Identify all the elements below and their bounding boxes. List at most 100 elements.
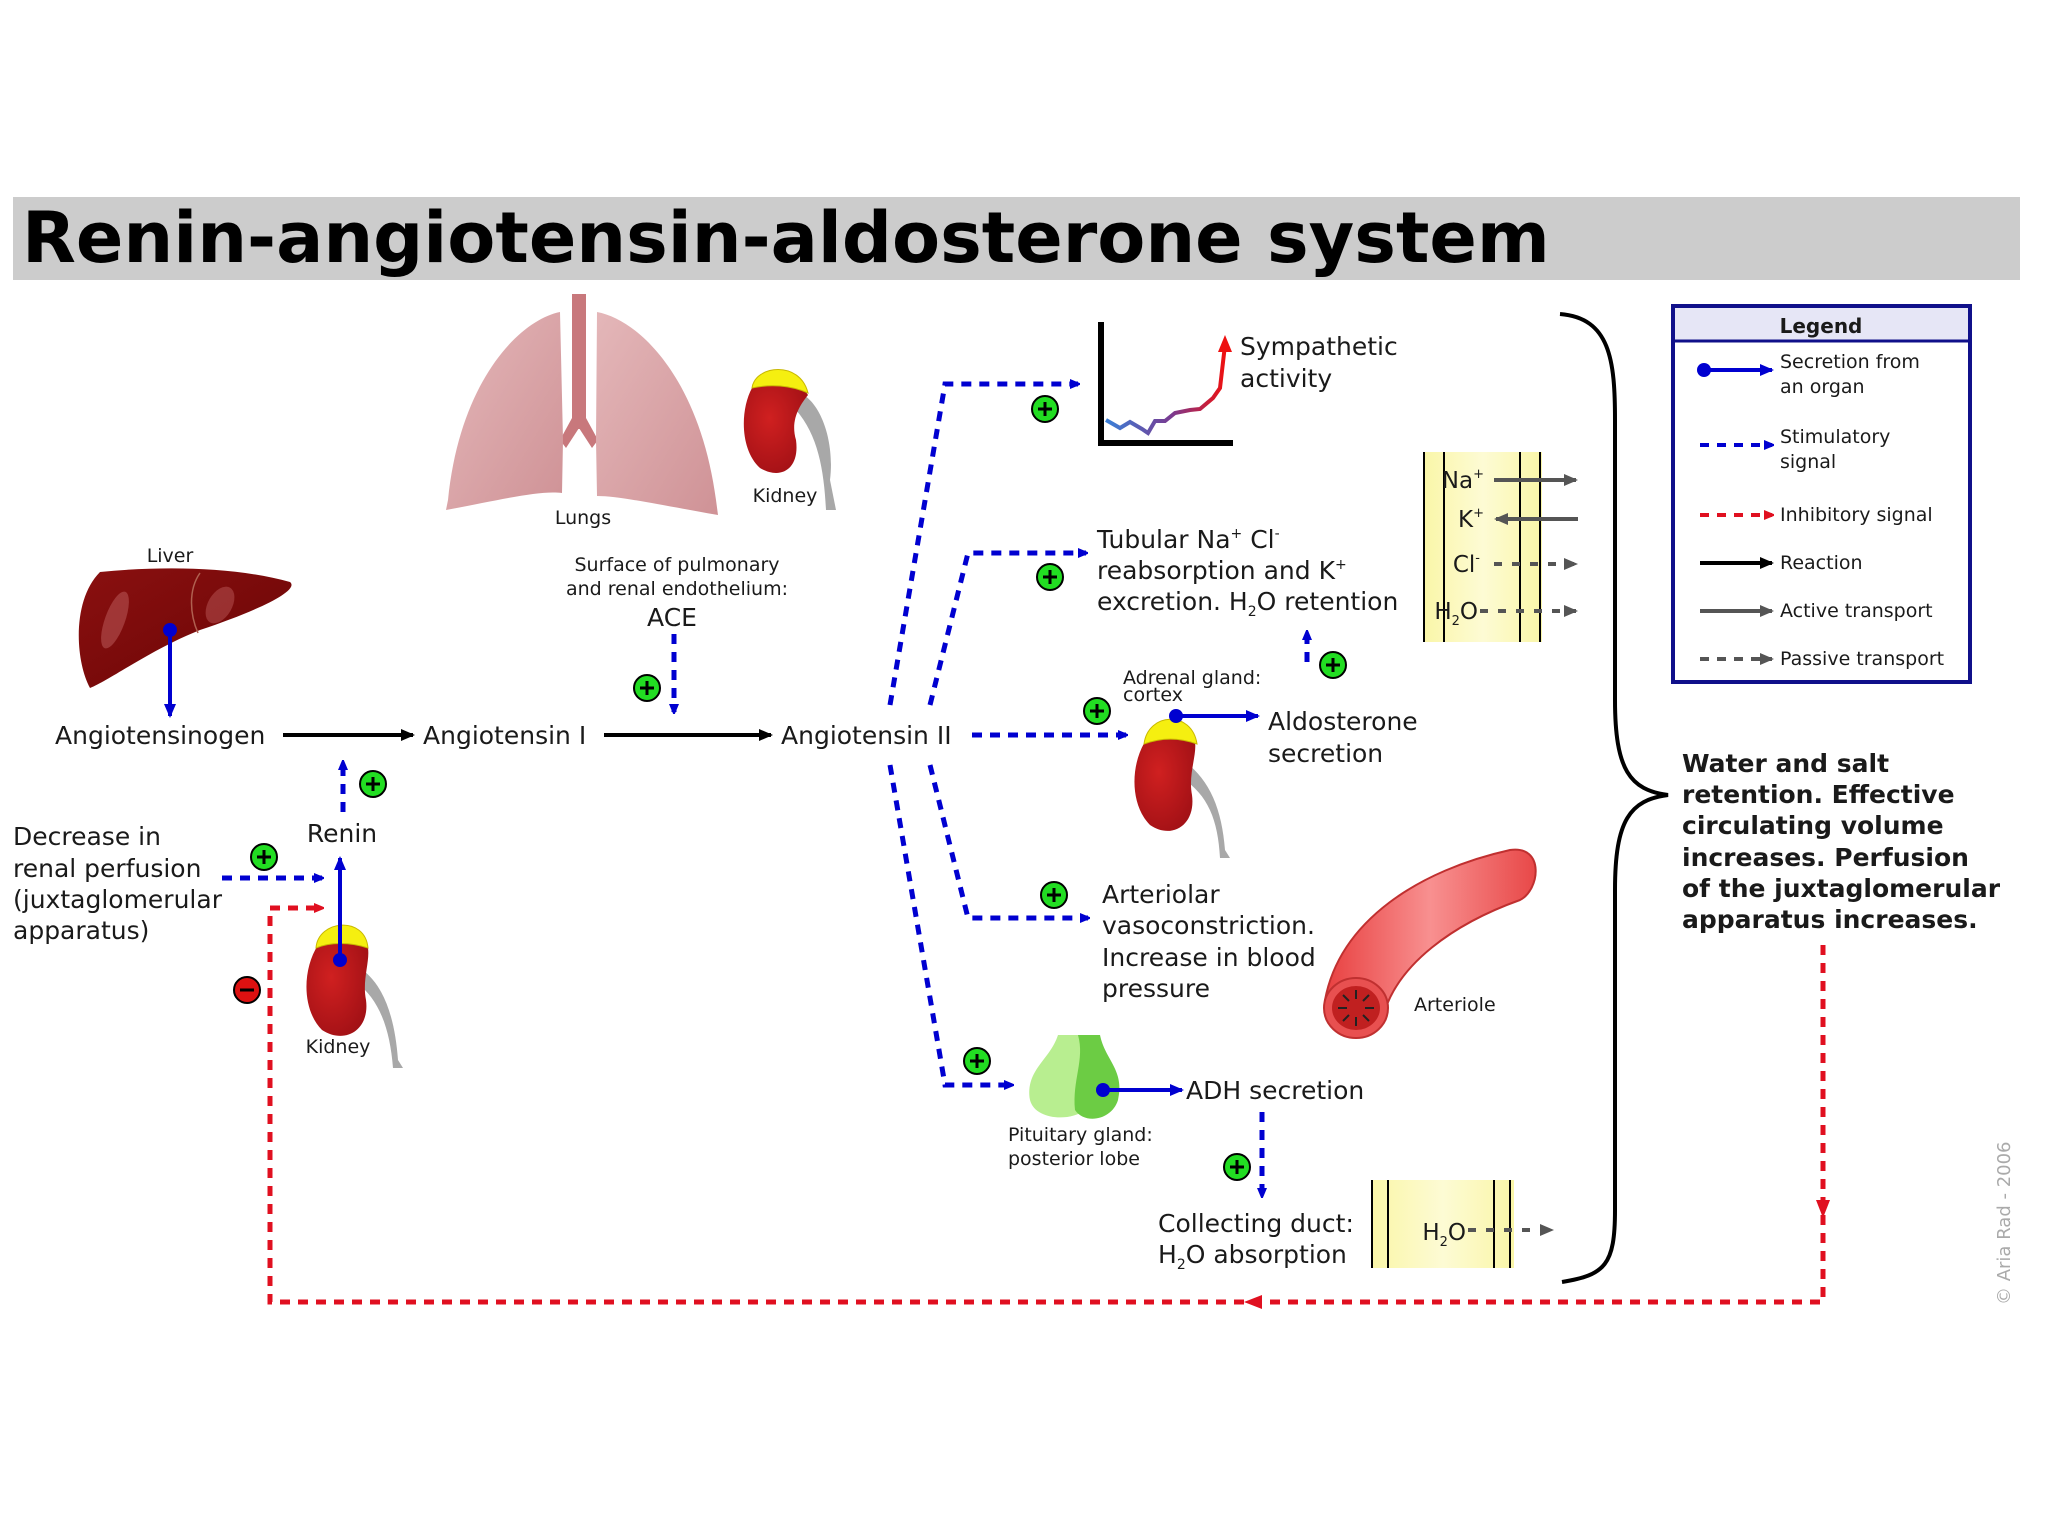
angiotensinogen-label: Angiotensinogen	[55, 721, 265, 750]
legend: Legend Secretion from an organStimulatory…	[1671, 304, 1972, 684]
tubular-l2-pre: reabsorption and K	[1097, 556, 1336, 585]
collecting-duct-membrane	[1371, 1180, 1514, 1268]
tubule-ion-na: Na+	[1442, 467, 1484, 494]
plus-badge-icon	[1319, 651, 1347, 679]
tubule-ion-cl: Cl-	[1453, 551, 1480, 578]
arteriolar-label-3: Increase in blood	[1102, 943, 1316, 972]
plus-badge-icon	[963, 1047, 991, 1075]
tubular-l3-pre: excretion. H	[1097, 587, 1248, 616]
secretion-arrow-pituitary	[1096, 1083, 1184, 1097]
legend-label: Passive transport	[1780, 648, 1944, 670]
adrenal-kidney-illustration	[1134, 718, 1230, 858]
sympathetic-graph-icon	[1098, 322, 1233, 446]
aldosterone-label-1: Aldosterone	[1268, 707, 1418, 736]
tubular-l1-pre: Tubular Na	[1096, 525, 1231, 554]
kidney-left-illustration	[306, 924, 403, 1068]
outcome-line-3: circulating volume	[1682, 811, 1944, 840]
arteriole-label: Arteriole	[1414, 994, 1496, 1016]
stim-arrow-to-sympathetic	[887, 384, 1078, 706]
legend-label: an organ	[1780, 376, 1865, 398]
tubular-l1-sup1: +	[1231, 526, 1243, 542]
legend-label: Active transport	[1780, 600, 1933, 622]
cd-l2-sub: 2	[1177, 1257, 1186, 1273]
outcome-text: Water and salt retention. Effective circ…	[1682, 749, 2001, 934]
sympathetic-label-1: Sympathetic	[1240, 332, 1398, 361]
legend-item-passive: Passive transport	[1700, 648, 1944, 670]
plus-badge-icon	[1223, 1153, 1251, 1181]
legend-label: Reaction	[1780, 552, 1863, 574]
plus-badge-icon	[1040, 881, 1068, 909]
collecting-ion-h2o: H2O	[1422, 1220, 1466, 1250]
collecting-ion: H2O	[1422, 1220, 1554, 1250]
renin-label: Renin	[307, 819, 377, 848]
plus-badge-icon	[1083, 697, 1111, 725]
plus-badge-icon	[633, 674, 661, 702]
stim-arrow-to-tubular	[927, 553, 1086, 706]
sympathetic-label-2: activity	[1240, 364, 1332, 393]
plus-badge-icon	[1036, 563, 1064, 591]
arteriolar-label-2: vasoconstriction.	[1102, 911, 1315, 940]
kidney-top-label: Kidney	[753, 485, 818, 507]
secretion-arrow-kidney-renin	[333, 856, 347, 967]
inhibitory-feedback-arrow	[267, 908, 1826, 1305]
tubular-line-3: excretion. H2O retention	[1097, 587, 1398, 620]
pituitary-label-1: Pituitary gland:	[1008, 1124, 1153, 1146]
arteriole-illustration	[1323, 848, 1537, 1039]
summary-brace	[1559, 312, 1669, 1284]
cd-l2-post: O absorption	[1186, 1240, 1347, 1269]
page-title: Renin-angiotensin-aldosterone system	[22, 197, 1550, 279]
collecting-duct-line-2: H2O absorption	[1158, 1240, 1347, 1273]
arteriolar-label-4: pressure	[1102, 974, 1210, 1003]
legend-label: Stimulatory	[1780, 426, 1890, 448]
tubular-l3-sub: 2	[1248, 604, 1257, 620]
legend-label: signal	[1780, 451, 1836, 473]
tubule-ions: Na+ K+ Cl- H2O	[1434, 467, 1578, 629]
pituitary-illustration	[1029, 1035, 1120, 1119]
stim-arrow-to-arteriolar	[927, 764, 1088, 918]
plus-badge-icon	[359, 770, 387, 798]
legend-item-stimulatory: Stimulatory signal	[1700, 426, 1890, 473]
stim-arrow-to-pituitary	[887, 764, 1012, 1085]
adrenal-label-1: Adrenal gland:	[1123, 667, 1261, 689]
minus-badge-icon	[233, 976, 261, 1004]
arteriolar-label-1: Arteriolar	[1102, 880, 1220, 909]
tubular-line-2: reabsorption and K+	[1097, 556, 1347, 585]
outcome-line-4: increases. Perfusion	[1682, 843, 1969, 872]
liver-label: Liver	[147, 545, 194, 567]
title-bar	[13, 197, 2020, 280]
feedback-arrowhead-left	[1244, 1295, 1262, 1309]
outcome-line-6: apparatus increases.	[1682, 905, 1978, 934]
tubular-l2-sup: +	[1335, 557, 1347, 573]
secretion-arrow-adrenal	[1169, 709, 1260, 723]
trigger-label-1: Decrease in	[13, 822, 161, 851]
angiotensin-1-label: Angiotensin I	[423, 721, 586, 750]
legend-item-inhibitory: Inhibitory signal	[1700, 504, 1933, 526]
plus-badge-icon	[1031, 395, 1059, 423]
liver-illustration	[78, 568, 292, 688]
tubular-l3-post: O retention	[1257, 587, 1399, 616]
legend-label: Secretion from	[1780, 351, 1920, 373]
legend-item-active: Active transport	[1700, 600, 1933, 622]
copyright: © Aria Rad - 2006	[1994, 1141, 2015, 1305]
trigger-label-2: renal perfusion	[13, 854, 201, 883]
tubule-ion-h: H2O	[1434, 599, 1478, 629]
plus-badge-icon	[250, 843, 278, 871]
secretion-arrow-liver	[163, 623, 177, 718]
lungs-label: Lungs	[555, 507, 611, 529]
aldosterone-label-2: secretion	[1268, 739, 1383, 768]
ace-location-2: and renal endothelium:	[566, 578, 788, 600]
tubular-l1-mid: Cl	[1242, 525, 1274, 554]
tubule-ion-k: K+	[1458, 506, 1484, 533]
trigger-label-4: apparatus)	[13, 916, 149, 945]
kidney-top-illustration	[743, 369, 836, 510]
outcome-line-1: Water and salt	[1682, 749, 1889, 778]
ace-location-1: Surface of pulmonary	[574, 554, 779, 576]
adrenal-label-2: cortex	[1123, 684, 1183, 706]
lungs-illustration	[446, 294, 718, 515]
outcome-line-5: of the juxtaglomerular	[1682, 874, 2001, 903]
legend-title: Legend	[1780, 314, 1863, 338]
kidney-left-label: Kidney	[306, 1036, 371, 1058]
angiotensin-2-label: Angiotensin II	[781, 721, 952, 750]
legend-item-reaction: Reaction	[1700, 552, 1863, 574]
